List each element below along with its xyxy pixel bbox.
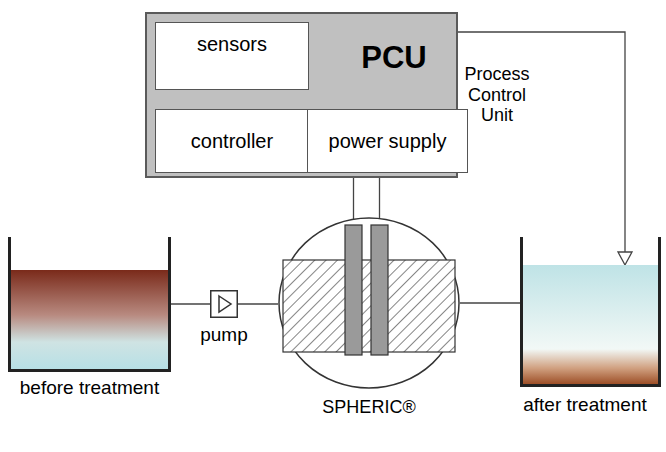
box-label: power supply [308, 130, 467, 153]
connector-line [379, 173, 380, 225]
pump-drawing [210, 290, 238, 318]
unit-heading: Process Control Unit [460, 64, 534, 126]
clean-water [522, 265, 659, 385]
electrode [345, 225, 362, 355]
connector [460, 303, 520, 304]
pump-symbol: pump [210, 290, 238, 318]
connector-line [460, 302, 520, 303]
reactor-caption: SPHERIC® [258, 397, 480, 418]
tank-drawing [520, 237, 661, 387]
sensors-box: sensors [155, 22, 309, 90]
raw-water [10, 270, 169, 370]
untreated-tank: before treatment [8, 237, 171, 372]
connector-line [353, 173, 354, 225]
reactor-shell [279, 218, 459, 388]
electrode [371, 225, 388, 355]
reactor-drawing [278, 217, 460, 389]
pump-caption: pump [184, 324, 264, 346]
tank-drawing [8, 237, 171, 372]
tank-caption: after treatment [510, 394, 660, 416]
controller-box: controller [155, 109, 309, 173]
connector-line [171, 303, 210, 304]
tank-wall [10, 237, 170, 371]
treated-tank: after treatment [520, 237, 661, 387]
arrow-head [618, 252, 632, 265]
reactor-vessel: SPHERIC® [278, 217, 460, 389]
box-label: sensors [156, 33, 308, 56]
process-control-unit: PCUProcess Control Unitsensorscontroller… [145, 12, 458, 178]
connector [354, 173, 380, 225]
unit-title: PCU [339, 40, 449, 76]
tank-caption: before treatment [0, 377, 183, 399]
connector-line [238, 303, 278, 304]
power-supply-box: power supply [307, 109, 468, 173]
tank-wall [522, 237, 660, 386]
connector [238, 304, 278, 305]
connector [171, 304, 210, 305]
box-label: controller [156, 130, 308, 153]
granular-bed [283, 260, 455, 352]
